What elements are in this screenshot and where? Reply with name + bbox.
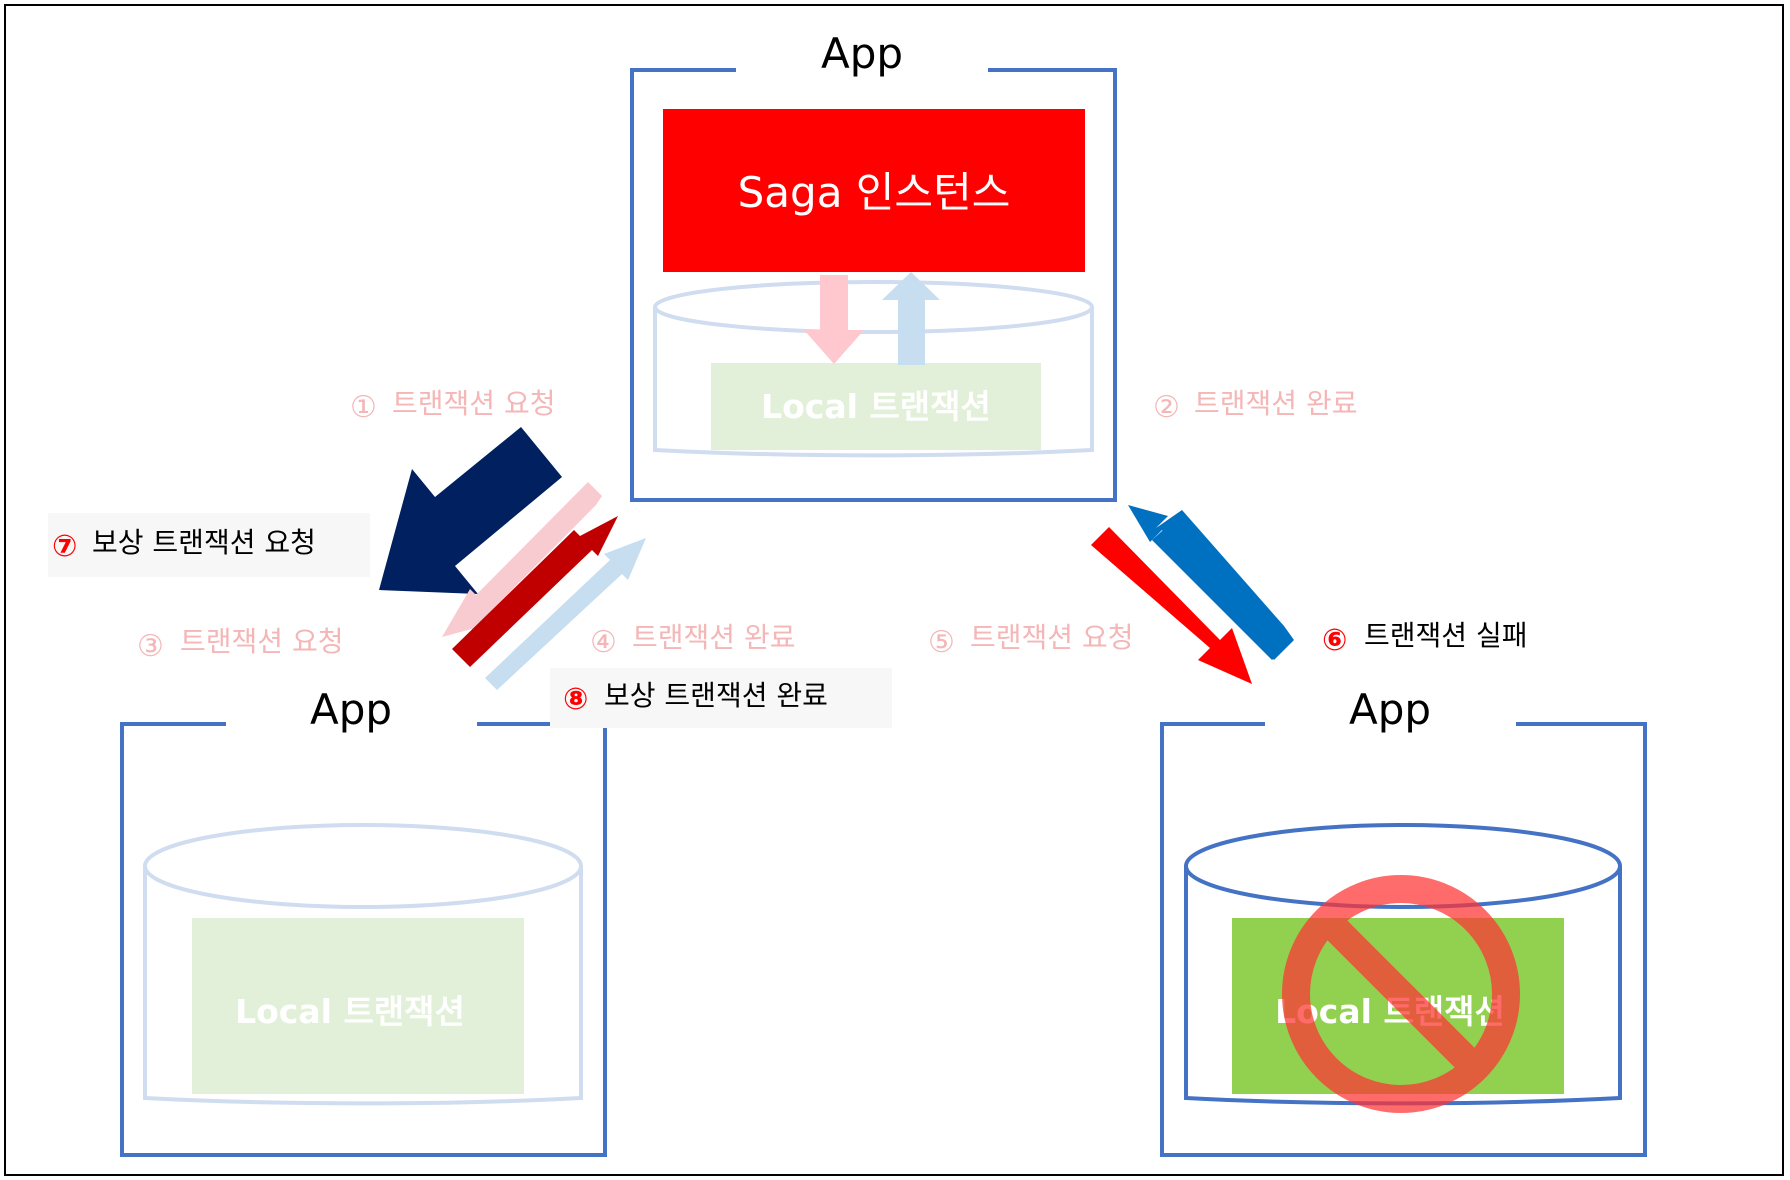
step-6-label: ⑥ 트랜잭션 실패 [1322,619,1527,658]
step-7-number: ⑦ [52,529,77,564]
step-8-arrow [485,538,646,690]
step-1-text: 트랜잭션 요청 [392,387,555,420]
app-left-local-box [192,918,524,1094]
step-6-arrow-body [1152,522,1292,660]
failure-no-symbol-icon [1282,875,1520,1113]
step-1-arrow [379,427,562,594]
app-left-local-label: Local 트랜잭션 [235,992,465,1031]
step-4-text: 트랜잭션 완료 [632,621,795,654]
app-top: App Local 트랜잭션 Saga 인스턴스 [630,29,1117,502]
step-2-text: 트랜잭션 완료 [1194,387,1357,420]
local-to-saga-arrow [882,272,940,365]
step-4-label: ④ 트랜잭션 완료 [590,621,795,660]
step-7-label-bg [48,513,370,577]
app-right-box [1160,722,1647,1157]
step-3-number: ③ [137,629,164,664]
saga-instance-box [663,109,1085,272]
step-7-text: 보상 트랜잭션 요청 [92,526,316,559]
step-8-text: 보상 트랜잭션 완료 [604,679,828,712]
step-6-text: 트랜잭션 실패 [1364,619,1527,652]
app-left-title: App [310,685,392,734]
step-7-label: ⑦ 보상 트랜잭션 요청 [52,526,316,564]
app-top-box [630,68,1117,502]
saga-instance-label: Saga 인스턴스 [738,168,1011,217]
step-5-arrow [1091,527,1252,684]
app-right: App Local 트랜잭션 [1160,685,1647,1157]
step-3-label: ③ 트랜잭션 요청 [137,625,343,664]
step-1-number: ① [350,390,377,425]
app-top-local-box [711,363,1041,450]
step-4-number: ④ [590,625,617,660]
app-left-database [143,823,583,1106]
step-8-number: ⑧ [563,682,588,717]
step-5-text: 트랜잭션 요청 [970,621,1133,654]
app-top-title: App [821,29,903,78]
step-3-text: 트랜잭션 요청 [180,625,343,658]
step-2-number: ② [1153,390,1180,425]
step-6-number: ⑥ [1322,623,1347,658]
step-7-arrow [452,516,618,667]
step-5-number: ⑤ [928,625,955,660]
step-8-label: ⑧ 보상 트랜잭션 완료 [563,679,828,717]
app-top-local-label: Local 트랜잭션 [761,387,991,426]
step-5-label: ⑤ 트랜잭션 요청 [928,621,1133,660]
step-2-label: ② 트랜잭션 완료 [1153,387,1357,425]
step-8-label-bg [550,668,892,728]
app-left: App Local 트랜잭션 [120,685,607,1157]
app-top-database [653,280,1094,458]
app-right-title: App [1349,685,1431,734]
saga-to-local-arrow [804,275,864,364]
step-3-arrow [442,482,602,637]
step-1-label: ① 트랜잭션 요청 [350,387,555,425]
